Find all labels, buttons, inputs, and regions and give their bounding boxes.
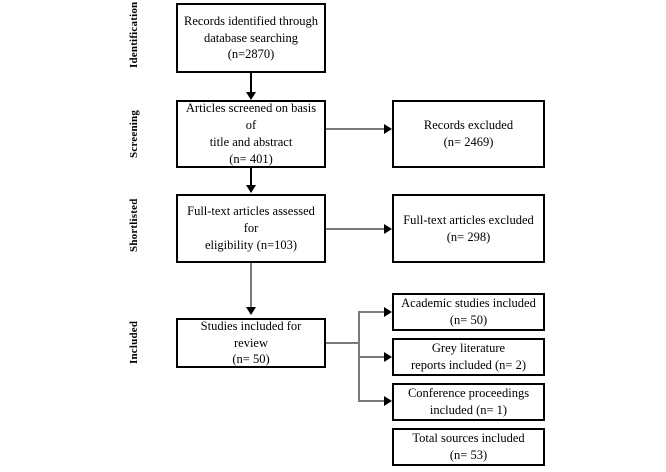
records-identified-line3: (n=2870) bbox=[227, 47, 275, 62]
fulltext-assessed-line2: eligibility (n=103) bbox=[204, 237, 298, 252]
arrowhead-branch-grey-literature bbox=[384, 352, 392, 362]
arrowhead-fulltext-to-excluded bbox=[384, 224, 392, 234]
articles-screened-line3: (n= 401) bbox=[229, 151, 273, 166]
arrowhead-screened-to-excluded bbox=[384, 124, 392, 134]
connector-screened-to-excluded bbox=[326, 128, 385, 130]
arrowhead-fulltext-to-studies bbox=[246, 307, 256, 315]
connector-screened-to-fulltext bbox=[250, 168, 252, 186]
box-studies-included: Studies included for review (n= 50) bbox=[176, 318, 326, 368]
academic-studies-line1: Academic studies included bbox=[401, 296, 536, 311]
grey-literature-line2: reports included (n= 2) bbox=[410, 358, 526, 372]
stage-label-shortlisted: Shortlisted bbox=[128, 198, 140, 252]
total-sources-line2: (n= 53) bbox=[449, 448, 488, 462]
arrowhead-branch-conference bbox=[384, 396, 392, 406]
connector-branch-conference bbox=[358, 400, 385, 402]
box-fulltext-excluded: Full-text articles excluded (n= 298) bbox=[392, 194, 545, 263]
fulltext-excluded-line1: Full-text articles excluded bbox=[403, 212, 534, 227]
box-academic-studies: Academic studies included (n= 50) bbox=[392, 293, 545, 331]
records-excluded-line2: (n= 2469) bbox=[443, 135, 494, 149]
stage-label-identification: Identification bbox=[128, 1, 140, 68]
grey-literature-line1: Grey literature bbox=[431, 341, 506, 356]
connector-branch-grey-literature bbox=[358, 356, 385, 358]
connector-studies-branch-stem bbox=[326, 342, 360, 344]
arrowhead-branch-academic bbox=[384, 307, 392, 317]
stage-label-screening: Screening bbox=[128, 109, 140, 158]
academic-studies-line2: (n= 50) bbox=[449, 313, 488, 327]
box-total-sources: Total sources included (n= 53) bbox=[392, 428, 545, 466]
fulltext-excluded-line2: (n= 298) bbox=[446, 229, 491, 244]
studies-included-line1: Studies included for review bbox=[200, 318, 302, 350]
total-sources-line1: Total sources included bbox=[412, 431, 525, 446]
connector-fulltext-to-excluded bbox=[326, 228, 385, 230]
box-conference-proceedings: Conference proceedings included (n= 1) bbox=[392, 383, 545, 421]
box-grey-literature: Grey literature reports included (n= 2) bbox=[392, 338, 545, 376]
box-articles-screened: Articles screened on basis of title and … bbox=[176, 100, 326, 168]
connector-branch-academic bbox=[358, 311, 385, 313]
arrowhead-screened-to-fulltext bbox=[246, 185, 256, 193]
stage-label-included: Included bbox=[128, 320, 140, 364]
studies-included-line2: (n= 50) bbox=[232, 352, 270, 367]
articles-screened-line2: title and abstract bbox=[209, 135, 293, 149]
connector-identified-to-screened bbox=[250, 73, 252, 94]
conference-proceedings-line2: included (n= 1) bbox=[429, 403, 508, 417]
records-identified-line1: Records identified through bbox=[184, 13, 318, 28]
box-records-identified: Records identified through database sear… bbox=[176, 3, 326, 73]
conference-proceedings-line1: Conference proceedings bbox=[407, 386, 530, 401]
records-excluded-line1: Records excluded bbox=[423, 118, 514, 133]
articles-screened-line1: Articles screened on basis of bbox=[185, 101, 317, 133]
fulltext-assessed-line1: Full-text articles assessed for bbox=[187, 204, 315, 236]
arrowhead-identified-to-screened bbox=[246, 92, 256, 100]
records-identified-line2: database searching bbox=[203, 30, 299, 45]
box-records-excluded: Records excluded (n= 2469) bbox=[392, 100, 545, 168]
connector-fulltext-to-studies bbox=[250, 263, 252, 308]
box-fulltext-assessed: Full-text articles assessed for eligibil… bbox=[176, 194, 326, 263]
